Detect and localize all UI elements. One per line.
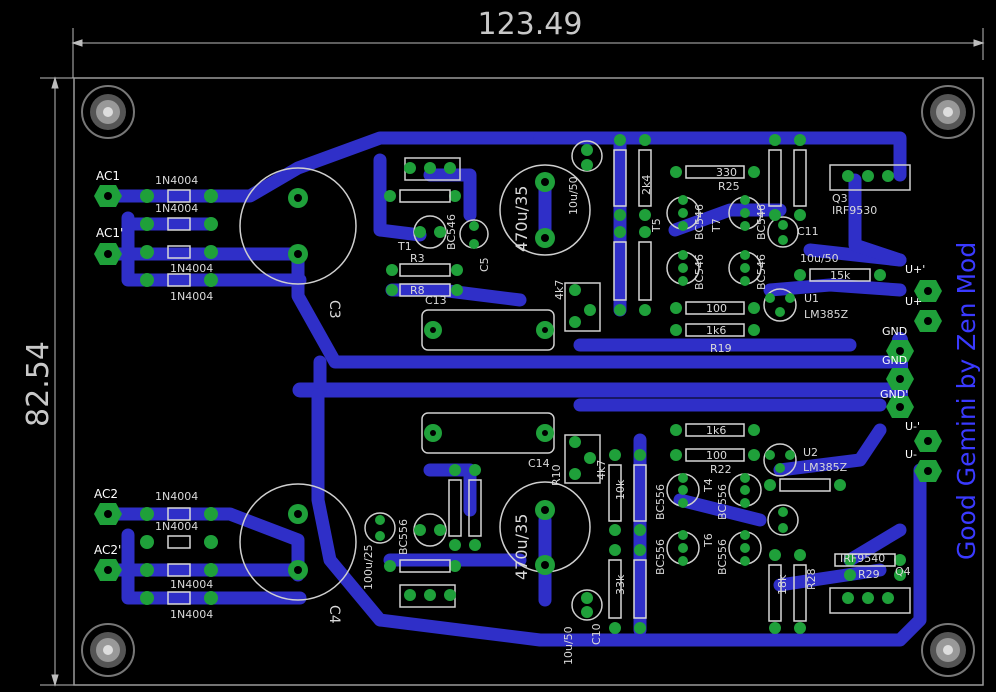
mounting-holes — [81, 85, 975, 677]
label-irf9540: IRF9540 — [840, 552, 885, 565]
label-d8: 1N4004 — [170, 608, 213, 621]
label-bc546-d: BC546 — [755, 204, 768, 240]
label-c14: C14 — [528, 457, 550, 470]
label-r10: R10 — [550, 464, 563, 486]
label-t5: T5 — [650, 218, 663, 233]
label-bc556-b: BC556 — [654, 484, 667, 520]
label-cap-470-top: 470u/35 — [512, 186, 531, 252]
label-bc546-c: BC546 — [693, 254, 706, 290]
label-r33k: 33k — [614, 574, 627, 595]
label-r10k: 10k — [614, 479, 627, 500]
label-u1: U1 — [804, 292, 819, 305]
label-ac1: AC1 — [96, 169, 120, 183]
label-r4k7-b: 4k7 — [595, 460, 608, 480]
label-d2: 1N4004 — [155, 202, 198, 215]
label-vminus-prime: U-' — [905, 420, 920, 433]
label-c4: C4 — [326, 605, 342, 624]
label-vminus: U- — [905, 448, 917, 461]
label-c10: C10 — [590, 623, 603, 645]
label-c10u50-c: 10u/50 — [562, 626, 575, 665]
label-t4: T4 — [702, 478, 715, 493]
label-cap-470-bottom: 470u/35 — [512, 514, 531, 580]
label-c3: C3 — [326, 300, 342, 319]
label-bc556-d: BC556 — [716, 484, 729, 520]
label-r18k: 18k — [776, 574, 789, 595]
label-bc546-a: BC546 — [445, 214, 458, 250]
label-c5: C5 — [478, 257, 491, 272]
label-r2k4: 2k4 — [640, 175, 653, 195]
label-t7: T7 — [710, 218, 723, 233]
label-r28: R28 — [805, 568, 818, 590]
label-c100u25: 100u/25 — [362, 544, 375, 590]
label-r100-b: 100 — [706, 449, 727, 462]
label-gnd-2: GND — [882, 354, 907, 367]
label-gnd-1: GND — [882, 325, 907, 338]
label-ac1p: AC1' — [96, 226, 123, 240]
label-ac2p: AC2' — [94, 543, 121, 557]
label-r3: R3 — [410, 252, 425, 265]
label-r25: R25 — [718, 180, 740, 193]
label-c10u50-b: 10u/50 — [800, 252, 839, 265]
label-r8: R8 — [410, 284, 425, 297]
label-r4k7-a: 4k7 — [553, 280, 566, 300]
label-d5: 1N4004 — [155, 490, 198, 503]
label-r22: R22 — [710, 463, 732, 476]
label-r1k6-b: 1k6 — [706, 424, 726, 437]
label-c13: C13 — [425, 294, 447, 307]
label-r19: R19 — [710, 342, 732, 355]
label-q4: Q4 — [895, 565, 911, 578]
label-vplus-prime: U+' — [905, 263, 925, 276]
label-t6: T6 — [702, 533, 715, 548]
pad-drills — [104, 178, 932, 574]
label-lm385-b: LM385Z — [803, 461, 848, 474]
label-vplus: U+ — [905, 295, 922, 308]
label-r100-a: 100 — [706, 302, 727, 315]
label-r29: R29 — [858, 568, 880, 581]
label-u2: U2 — [803, 446, 818, 459]
silk-labels: AC1 AC1' AC2 AC2' U+' U+ GND GND GND' U-… — [94, 166, 925, 665]
width-dimension: 123.49 — [478, 7, 583, 42]
dimension-lines — [40, 28, 985, 687]
label-t1: T1 — [397, 240, 412, 253]
label-c11: C11 — [797, 225, 819, 238]
label-bc556-e: BC556 — [716, 539, 729, 575]
height-dimension: 82.54 — [21, 341, 56, 427]
label-bc546-e: BC546 — [755, 254, 768, 290]
label-d4: 1N4004 — [170, 290, 213, 303]
label-bc556-a: BC556 — [397, 519, 410, 555]
label-irf9530: IRF9530 — [832, 204, 877, 217]
label-ac2: AC2 — [94, 487, 118, 501]
label-d1: 1N4004 — [155, 174, 198, 187]
board-title: Good Gemini by Zen Mod — [952, 242, 981, 560]
label-c10u50-a: 10u/50 — [567, 176, 580, 215]
label-bc546-b: BC546 — [693, 204, 706, 240]
label-d6: 1N4004 — [155, 520, 198, 533]
board-outline — [73, 77, 984, 686]
label-lm385-a: LM385Z — [804, 308, 849, 321]
label-d3: 1N4004 — [170, 262, 213, 275]
label-r330: 330 — [716, 166, 737, 179]
label-r15k: 15k — [830, 269, 851, 282]
label-bc556-c: BC556 — [654, 539, 667, 575]
component-bodies — [167, 149, 896, 622]
label-r1k6-a: 1k6 — [706, 324, 726, 337]
label-d7: 1N4004 — [170, 578, 213, 591]
label-q3: Q3 — [832, 192, 848, 205]
label-gnd-3: GND' — [880, 388, 908, 401]
